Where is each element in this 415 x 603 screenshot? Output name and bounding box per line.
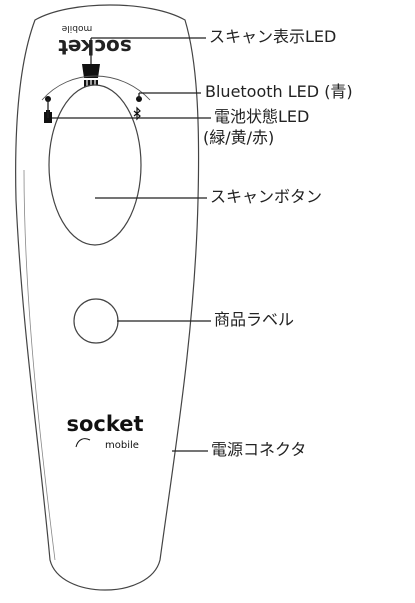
label-scan-button: スキャンボタン (210, 187, 323, 206)
label-battery-led-line2: (緑/黄/赤) (203, 128, 275, 147)
top-logo: socket mobile (58, 23, 132, 59)
scan-button[interactable] (48, 84, 142, 246)
bottom-logo: socket mobile (66, 412, 143, 451)
label-scan-led: スキャン表示LED (209, 27, 337, 46)
bluetooth-icon (133, 106, 141, 121)
scanner-inner-contour (23, 169, 56, 561)
bottom-logo-sub: mobile (105, 440, 139, 451)
top-logo-word: socket (58, 35, 132, 59)
logo-swoosh (75, 438, 91, 448)
product-label-circle (73, 298, 119, 344)
label-battery-led-line1: 電池状態LED (214, 107, 310, 126)
top-logo-sub: mobile (61, 23, 92, 33)
bottom-logo-word: socket (66, 412, 143, 436)
label-power-connector: 電源コネクタ (211, 440, 307, 459)
label-product-label: 商品ラベル (214, 310, 295, 329)
led-panel-arc (41, 75, 151, 101)
scanner-beam-icon (82, 64, 100, 87)
label-bluetooth-led: Bluetooth LED (青) (205, 82, 353, 101)
